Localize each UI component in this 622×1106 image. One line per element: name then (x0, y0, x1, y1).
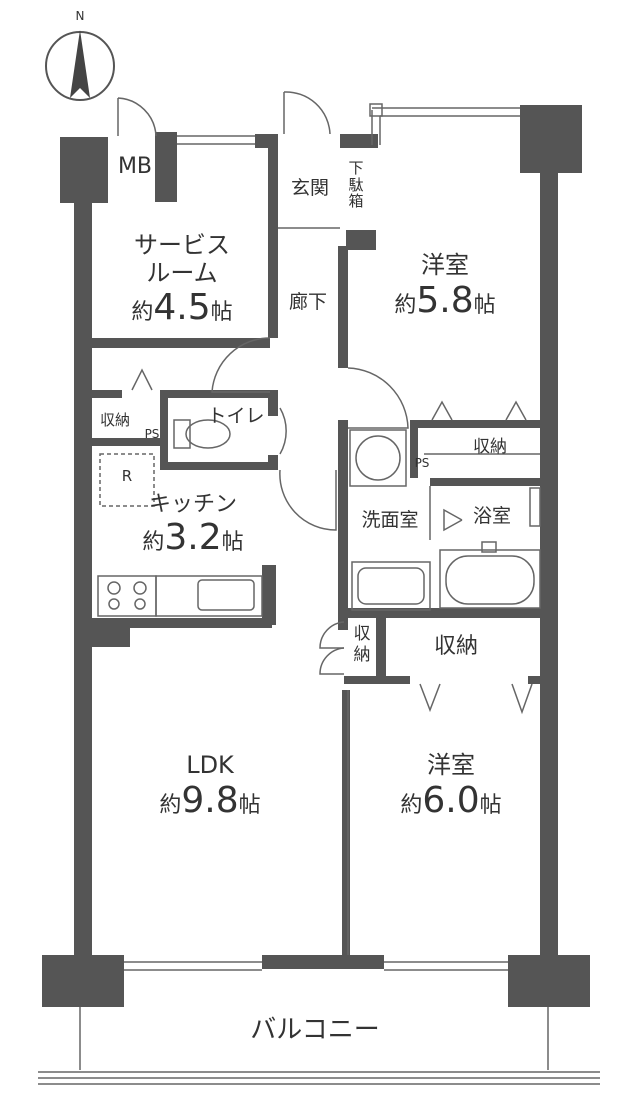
storage-w1-label: 収納 (473, 437, 507, 457)
genkan-label: 玄関 (290, 177, 329, 199)
ps-right-label: PS (414, 456, 430, 470)
western1-area: 約5.8帖 (360, 280, 530, 321)
western1-name: 洋室 (421, 251, 469, 279)
getabako-label: 下駄箱 (348, 159, 364, 210)
kitchen-name: キッチン (148, 492, 237, 517)
western2-area-suffix: 帖 (479, 792, 502, 818)
washer-fixture (349, 429, 407, 487)
toilet-fixture (173, 419, 231, 449)
ldk-area-prefix: 約 (159, 792, 182, 818)
thin-lines (38, 91, 600, 1085)
service-room-line2: ルーム (146, 258, 218, 287)
ldk-area: 約9.8帖 (120, 780, 300, 821)
kitchen-area: 約3.2帖 (118, 517, 268, 558)
toilet-label: トイレ (207, 405, 265, 427)
service-room-area-prefix: 約 (131, 300, 154, 326)
service-room-area: 約4.5帖 (96, 287, 268, 328)
kitchen-area-suffix: 帖 (221, 530, 244, 556)
washbasin-fixture (351, 561, 431, 611)
ldk-name: LDK (186, 751, 234, 779)
bathroom-label: 浴室 (472, 505, 511, 527)
service-room-label: サービス ルーム 約4.5帖 (96, 231, 268, 329)
fixtures (97, 419, 541, 617)
outer-walls (42, 105, 590, 1007)
western2-area-prefix: 約 (400, 792, 423, 818)
western2-name: 洋室 (427, 751, 475, 779)
kitchen-area-prefix: 約 (142, 530, 165, 556)
interior-walls (92, 134, 542, 955)
storage-w2-label: 収納 (433, 634, 478, 659)
western2-area-value: 6.0 (422, 779, 480, 821)
western2-area: 約6.0帖 (366, 780, 536, 821)
western1-area-prefix: 約 (394, 292, 417, 318)
compass-north-label: N (75, 9, 85, 23)
service-room-area-value: 4.5 (153, 287, 211, 329)
ldk-label: LDK 約9.8帖 (120, 751, 300, 821)
storage-vert-label: 収納 (353, 624, 371, 666)
fridge-space (99, 453, 155, 507)
service-room-line1: サービス (134, 231, 230, 259)
rouka-label: 廊下 (288, 291, 327, 313)
western1-area-suffix: 帖 (473, 292, 496, 318)
fridge-label: R (121, 467, 133, 485)
stove-fixture (97, 575, 157, 617)
washroom-label: 洗面室 (361, 509, 419, 531)
bathtub-fixture (439, 541, 541, 609)
compass-icon (45, 30, 115, 101)
western2-label: 洋室 約6.0帖 (366, 751, 536, 821)
sink-fixture (155, 575, 263, 617)
kitchen-area-value: 3.2 (164, 517, 222, 559)
mb-label: MB (117, 154, 153, 179)
western1-label: 洋室 約5.8帖 (360, 251, 530, 321)
ldk-area-value: 9.8 (181, 779, 239, 821)
balcony-label: バルコニー (250, 1015, 380, 1045)
service-room-area-suffix: 帖 (210, 300, 233, 326)
western1-area-value: 5.8 (416, 279, 474, 321)
ldk-area-suffix: 帖 (238, 792, 261, 818)
ps-left-label: PS (144, 427, 160, 441)
storage-small-left-label: 収納 (99, 411, 130, 429)
kitchen-label: キッチン 約3.2帖 (118, 492, 268, 559)
